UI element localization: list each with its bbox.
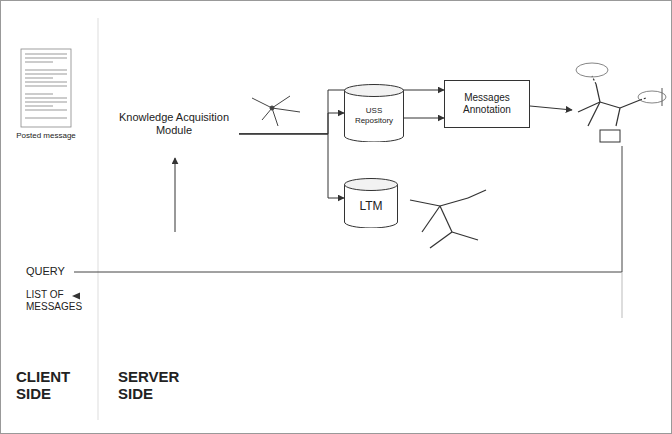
posted-message: Posted message: [14, 48, 78, 141]
interface-label: QUERY: [26, 265, 86, 278]
input-arrow: [175, 158, 176, 232]
repository-cylinder: USS Repository: [344, 84, 404, 142]
node-text: USS Repository: [347, 106, 401, 125]
node-text: LTM: [347, 199, 395, 213]
annotated-network: [576, 63, 666, 142]
document-icon: [20, 48, 72, 128]
flow-arrow: [239, 113, 344, 134]
query-line: [74, 146, 622, 272]
flow-arrow: [404, 118, 444, 119]
process-box: Messages Annotation: [444, 80, 530, 128]
flow-arrow: [239, 90, 444, 134]
storage-cylinder: LTM: [344, 178, 398, 228]
side-divider: [98, 18, 99, 420]
section-label: CLIENT SIDE: [16, 368, 80, 403]
output-arrow: [530, 106, 572, 110]
edge-tick: [662, 88, 663, 106]
flow-arrow: [239, 134, 344, 198]
node-text: Messages Annotation: [451, 92, 523, 116]
network-sketch: [252, 96, 300, 126]
section-label: SERVER SIDE: [118, 368, 192, 403]
process-module: Knowledge Acquisition Module: [112, 108, 236, 140]
node-caption: Posted message: [14, 131, 78, 141]
result-arrowhead: [72, 293, 80, 300]
network-sketch: [410, 190, 486, 248]
return-line: [622, 272, 623, 318]
interface-label: LIST OF MESSAGES: [26, 289, 96, 312]
node-text: Knowledge Acquisition Module: [116, 111, 232, 137]
